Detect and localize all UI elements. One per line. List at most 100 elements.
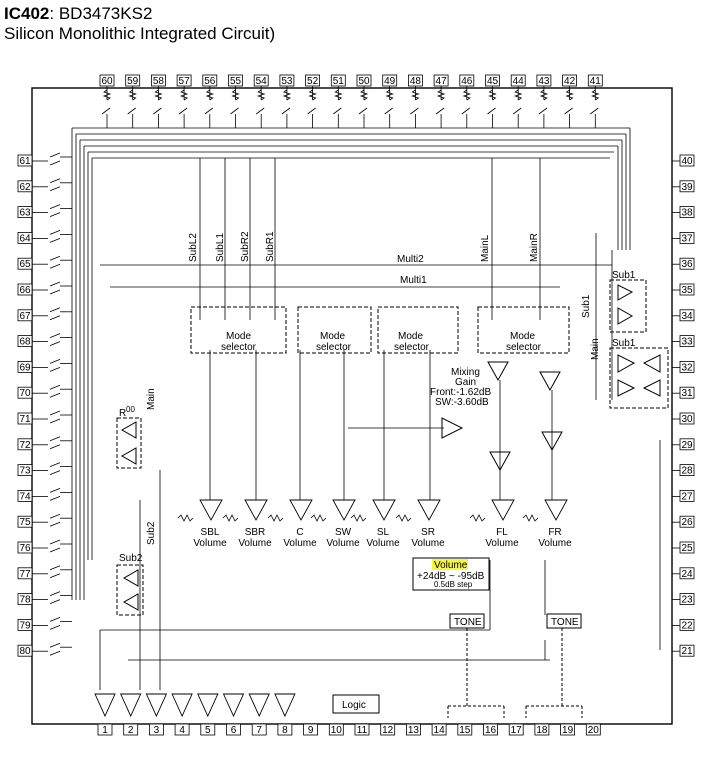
pin-30-number: 30 <box>681 414 693 425</box>
pin-64-number: 64 <box>19 233 31 244</box>
pin-9: 9 <box>303 723 319 736</box>
amplifier-icon <box>372 499 396 521</box>
pin-78: 78 <box>17 593 33 606</box>
switch-icon <box>487 107 496 115</box>
pin-21-number: 21 <box>681 646 693 657</box>
svg-text:Mode: Mode <box>226 331 251 342</box>
svg-text:Logic: Logic <box>342 700 366 711</box>
switch-icon <box>49 650 61 656</box>
resistor-icon <box>591 89 600 101</box>
switch-icon <box>49 341 61 346</box>
pin-27: 27 <box>679 489 695 502</box>
output-buffer-icon <box>274 693 296 718</box>
switch-icon <box>49 255 61 261</box>
pin-22-number: 22 <box>681 620 693 631</box>
switch-icon <box>49 289 61 295</box>
pin-68-box <box>17 335 33 348</box>
title-block: IC402: BD3473KS2 Silicon Monolithic Inte… <box>4 4 275 43</box>
switch-icon <box>49 418 61 424</box>
switch-icon <box>333 107 342 115</box>
resistor-icon <box>267 514 284 522</box>
pin-70-box <box>17 386 33 399</box>
volume-suffix-label: Volume <box>283 538 317 549</box>
pin-48-number: 48 <box>410 76 422 87</box>
pin-20: 20 <box>585 723 601 736</box>
pin-45: 45 <box>485 74 500 87</box>
pin-69-number: 69 <box>19 362 31 373</box>
pin-20-number: 20 <box>588 725 600 736</box>
pin-23-box <box>679 593 695 605</box>
switch-icon <box>49 599 61 604</box>
svg-text:R: R <box>119 408 126 419</box>
switch-icon <box>281 107 291 115</box>
pin-14: 14 <box>431 723 447 736</box>
switch-icon <box>49 281 61 287</box>
pin-74-box <box>17 489 33 502</box>
pin-51: 51 <box>330 74 346 87</box>
switch-icon <box>538 107 548 115</box>
pin-68: 68 <box>17 335 33 348</box>
pin-54: 54 <box>253 74 269 87</box>
pin-15-number: 15 <box>459 725 471 736</box>
pin-61-box <box>17 154 33 167</box>
switch-icon <box>49 186 61 192</box>
switch-icon <box>49 496 61 501</box>
switch-icon <box>49 392 61 398</box>
volume-channel-label: SW <box>335 527 352 538</box>
pin-10-number: 10 <box>331 725 343 736</box>
pin-26-box <box>679 515 695 528</box>
pin-61-number: 61 <box>19 156 31 167</box>
pin-65-box <box>17 257 33 270</box>
switch-icon <box>49 212 61 217</box>
resistor-icon <box>310 514 327 522</box>
pin-7-box <box>251 723 267 736</box>
pin-39-box <box>679 180 695 193</box>
resistor-icon <box>395 514 412 522</box>
pin-25-number: 25 <box>681 543 693 554</box>
pin-12-number: 12 <box>382 725 394 736</box>
svg-text:Front:-1.62dB: Front:-1.62dB <box>430 387 491 398</box>
volume-suffix-label: Volume <box>411 538 445 549</box>
resistor-icon <box>308 89 317 101</box>
pin-40-number: 40 <box>681 156 693 167</box>
resistor-icon <box>179 89 189 101</box>
pin-66-box <box>17 283 33 296</box>
amplifier-icon <box>244 499 268 521</box>
pin-7: 7 <box>251 723 267 736</box>
resistor-icon <box>565 89 574 101</box>
pin-13-number: 13 <box>408 725 420 736</box>
resistor-icon <box>128 89 137 101</box>
output-buffer-icon <box>197 693 219 718</box>
pin-36-number: 36 <box>681 259 693 270</box>
pin-20-box <box>585 723 601 736</box>
pin-18-box <box>534 723 550 736</box>
pin-80: 80 <box>17 644 33 657</box>
switch-icon <box>49 462 61 467</box>
svg-text:TONE: TONE <box>551 617 579 628</box>
pin-79-number: 79 <box>19 620 31 631</box>
pin-15: 15 <box>457 723 473 736</box>
switch-icon <box>49 152 61 158</box>
svg-text:Volume: Volume <box>434 560 468 571</box>
switch-icon <box>307 107 316 115</box>
pin-25: 25 <box>679 541 695 554</box>
pin-6: 6 <box>226 723 241 736</box>
pin-79-box <box>17 619 33 631</box>
pin-52: 52 <box>305 74 321 87</box>
pin-70: 70 <box>17 386 33 399</box>
pin-71-number: 71 <box>19 414 31 425</box>
pin-54-number: 54 <box>256 76 268 87</box>
resistor-icon <box>102 89 112 101</box>
pin-5-box <box>200 723 216 736</box>
pin-73: 73 <box>17 464 33 477</box>
sub1-vertical-label: Sub1 <box>581 294 592 318</box>
ic-package-outline <box>31 87 673 725</box>
pin-62-box <box>17 180 33 193</box>
amplifier-icon <box>491 499 515 521</box>
ic-reference: IC402 <box>4 4 50 23</box>
